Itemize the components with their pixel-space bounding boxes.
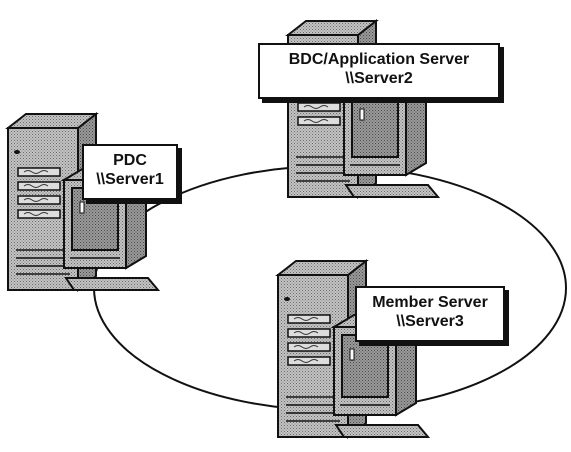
member-label: Member Server \\Server3 bbox=[355, 286, 505, 342]
pdc-computer bbox=[7, 113, 159, 291]
bdc-label: BDC/Application Server \\Server2 bbox=[258, 43, 500, 99]
pdc-server-name: \\Server1 bbox=[96, 170, 164, 188]
pdc-label: PDC \\Server1 bbox=[82, 144, 178, 200]
server-tower-icon bbox=[7, 113, 159, 291]
member-role-text: Member Server bbox=[372, 294, 488, 311]
bdc-server-name: \\Server2 bbox=[345, 69, 413, 87]
pdc-role-text: PDC bbox=[113, 152, 147, 169]
bdc-role-text: BDC/Application Server bbox=[288, 51, 470, 68]
member-server-name: \\Server3 bbox=[396, 312, 464, 330]
